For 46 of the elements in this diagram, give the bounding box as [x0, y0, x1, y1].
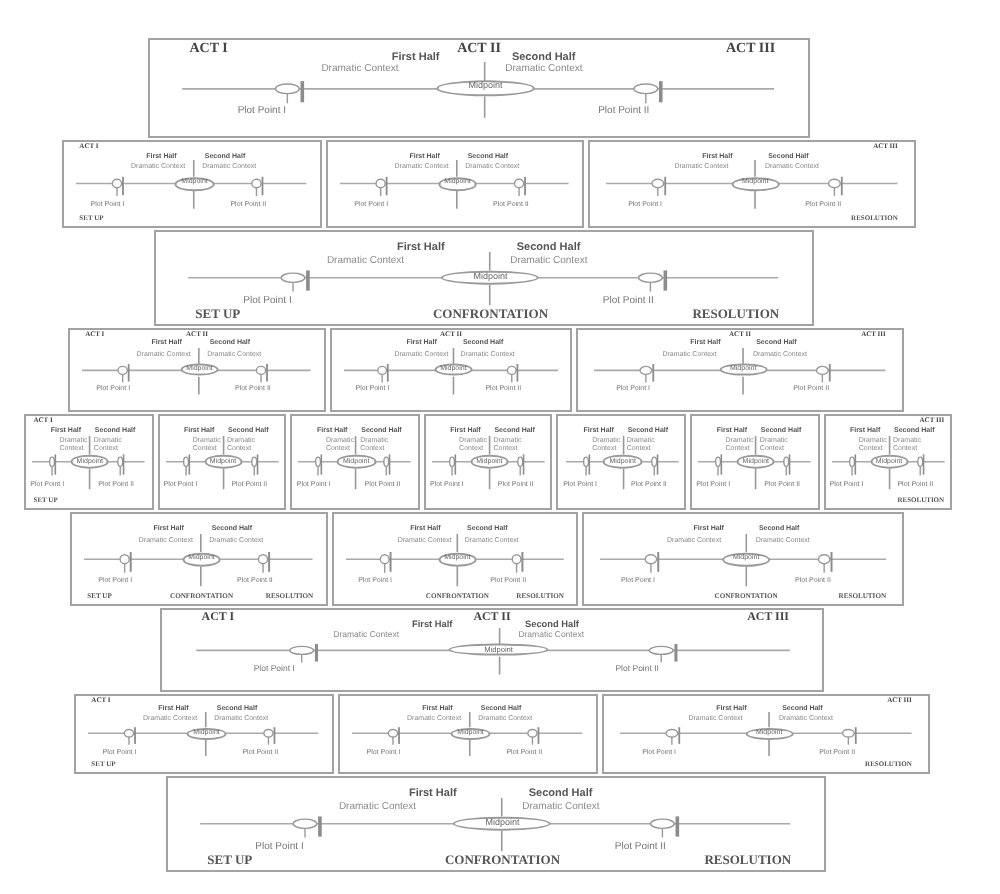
diagram-panel [70, 512, 328, 606]
diagram-panel [332, 512, 578, 606]
diagram-panel [823, 414, 953, 510]
midpoint-ellipse [336, 454, 376, 470]
midpoint-ellipse [718, 363, 768, 377]
diagram-panel [556, 414, 686, 510]
diagram-panel [602, 694, 930, 774]
midpoint-ellipse [70, 454, 110, 470]
diagram-panel [588, 140, 916, 228]
midpoint-ellipse [436, 80, 535, 96]
diagram-panel [154, 230, 814, 326]
midpoint-ellipse [438, 177, 477, 191]
midpoint-ellipse [744, 727, 794, 741]
diagram-panel [338, 694, 598, 774]
midpoint-ellipse [433, 363, 473, 377]
midpoint-ellipse [203, 454, 243, 470]
diagram-panel [68, 328, 326, 412]
midpoint-ellipse [730, 177, 780, 191]
midpoint-ellipse [451, 727, 490, 741]
diagram-panel [157, 414, 287, 510]
diagram-panel [160, 608, 824, 692]
midpoint-ellipse [438, 551, 477, 567]
diagram-panel [148, 38, 810, 138]
diagram-panel [423, 414, 553, 510]
midpoint-ellipse [180, 363, 219, 377]
diagram-panel [326, 140, 584, 228]
midpoint-ellipse [869, 454, 909, 470]
midpoint-ellipse [187, 727, 226, 741]
diagram-panel [576, 328, 904, 412]
diagram-panel [24, 414, 154, 510]
midpoint-ellipse [449, 643, 549, 657]
midpoint-ellipse [182, 551, 221, 567]
midpoint-ellipse [470, 454, 509, 470]
diagram-panel [690, 414, 820, 510]
diagram-panel [74, 694, 334, 774]
diagram-panel [62, 140, 322, 228]
diagram-panel [582, 512, 904, 606]
midpoint-ellipse [722, 551, 770, 567]
midpoint-ellipse [736, 454, 776, 470]
diagram-panel [166, 776, 826, 872]
diagram-panel [330, 328, 572, 412]
midpoint-ellipse [441, 270, 540, 286]
midpoint-ellipse [175, 177, 214, 191]
midpoint-ellipse [453, 816, 552, 832]
midpoint-ellipse [603, 454, 643, 470]
diagram-panel [290, 414, 420, 510]
